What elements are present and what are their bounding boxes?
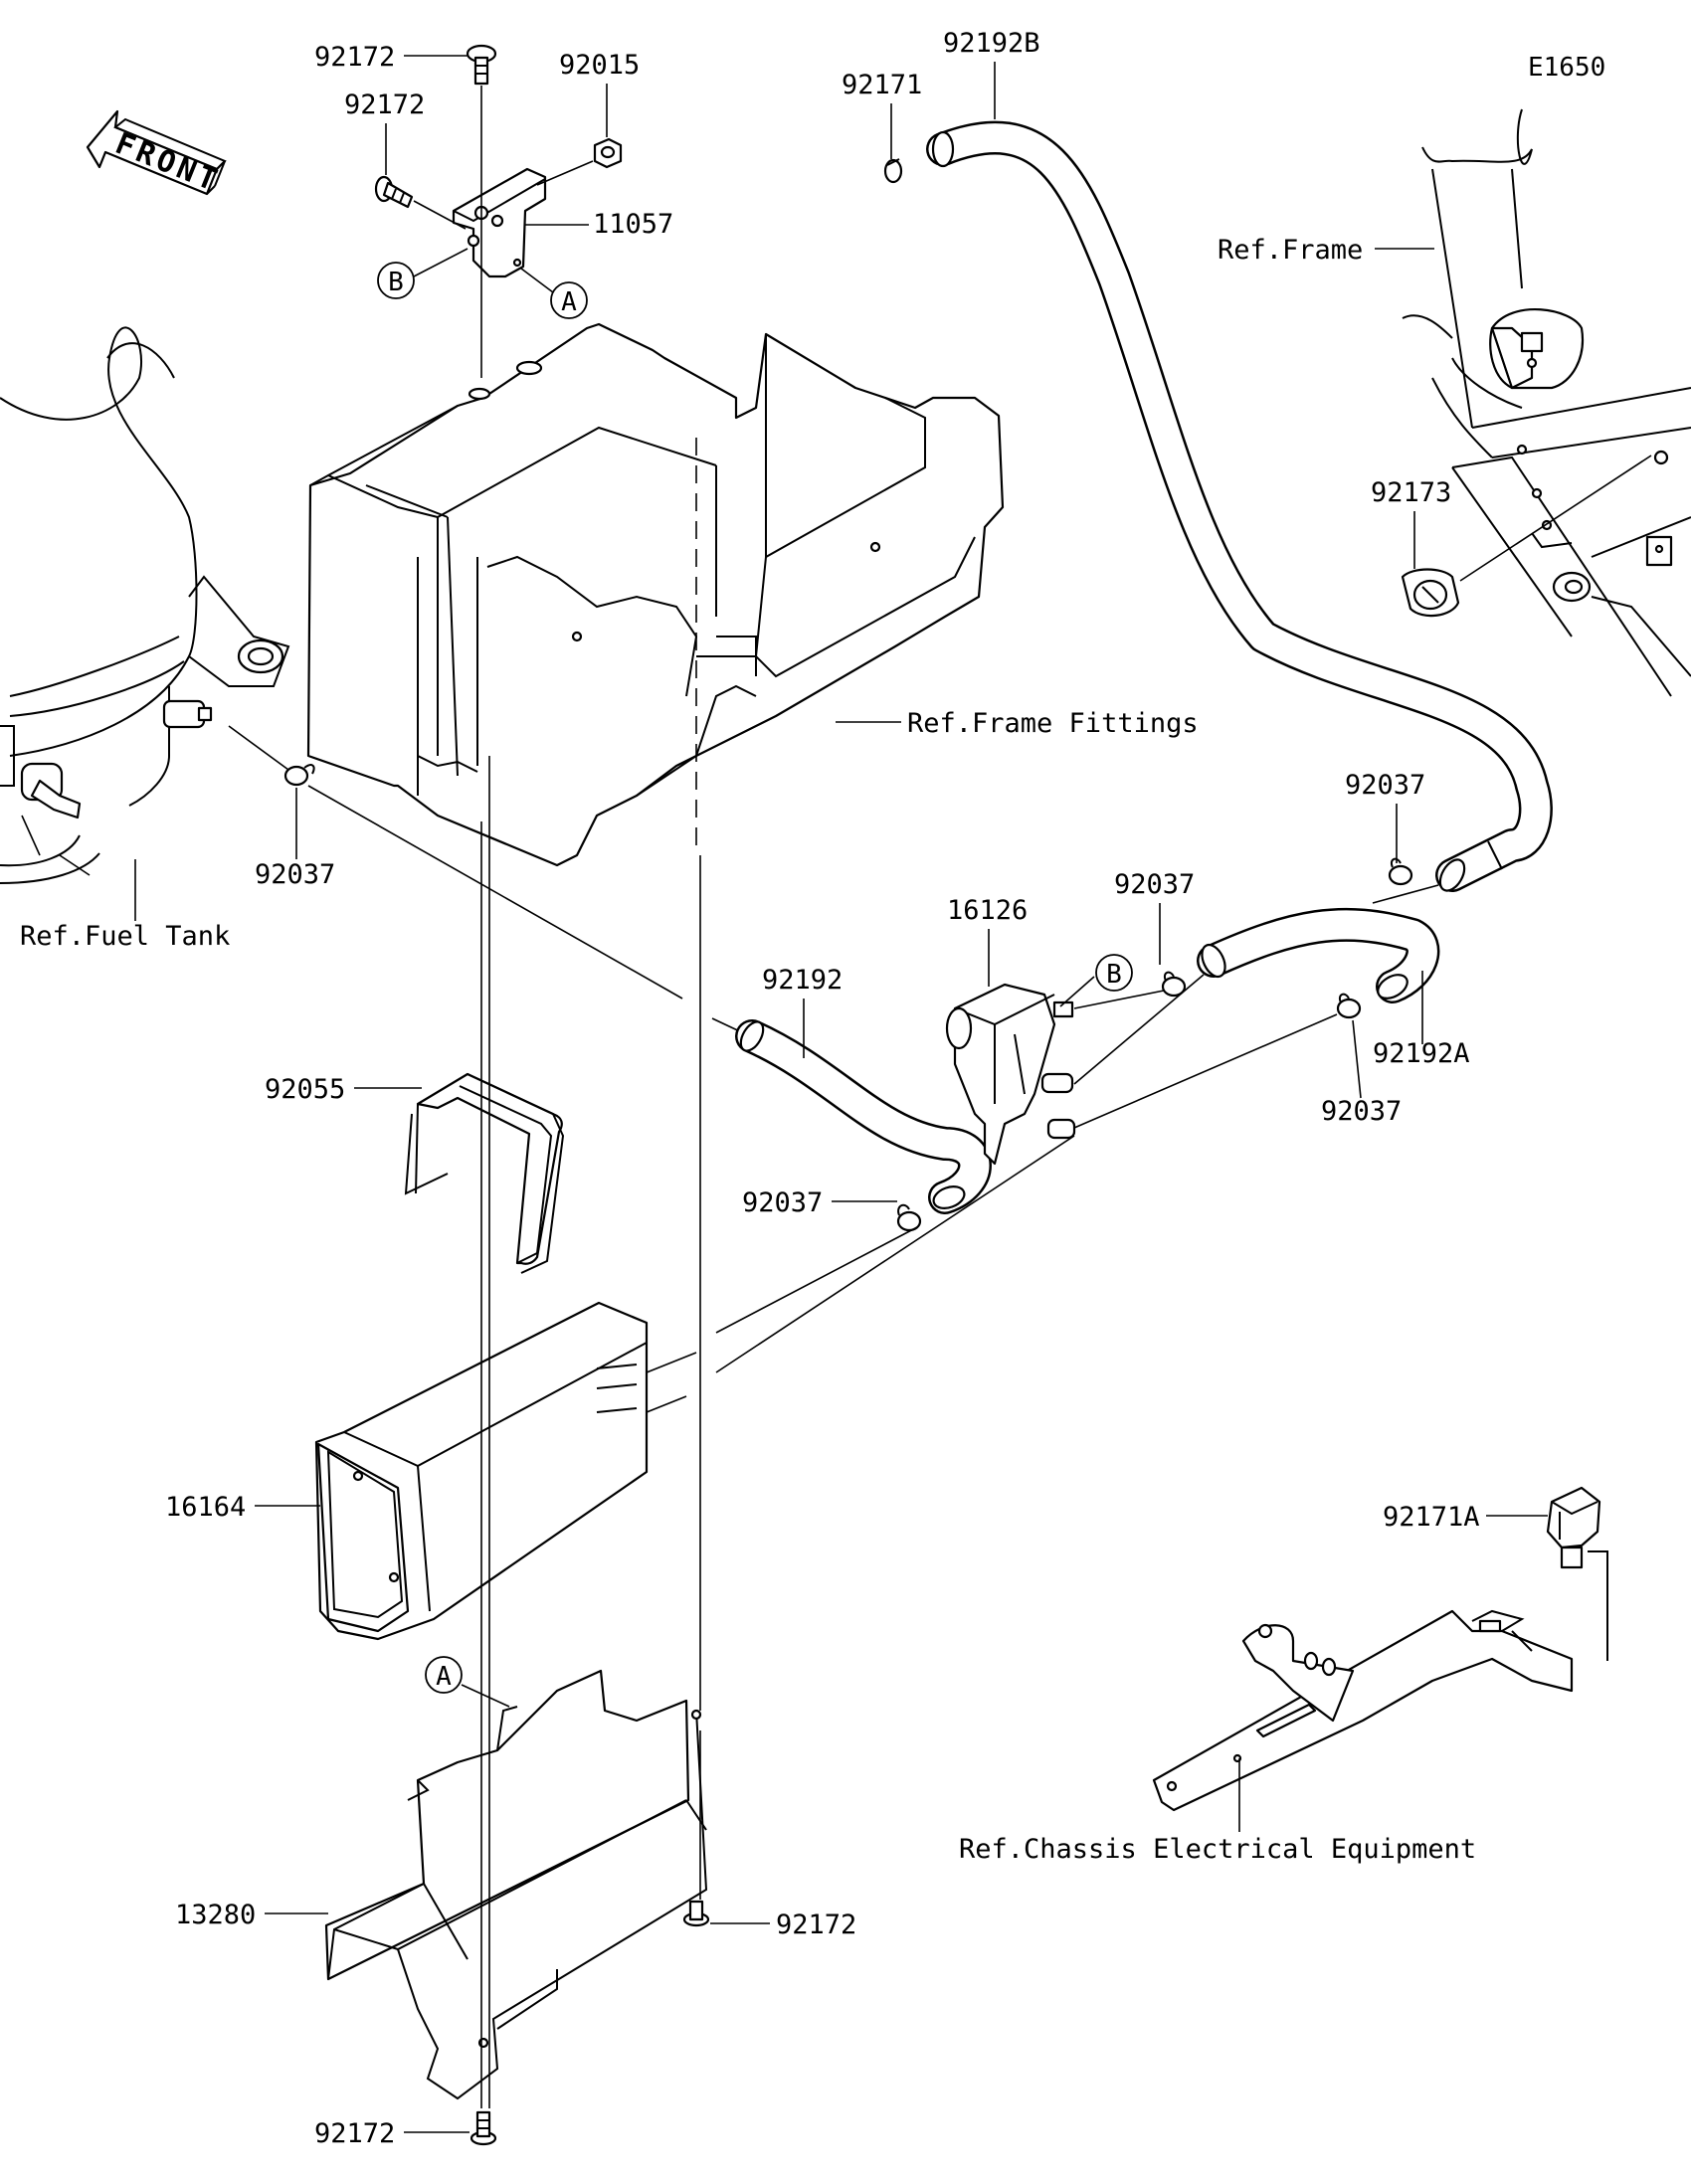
label-92192b: 92192B [943, 28, 1040, 59]
label-92192: 92192 [762, 965, 843, 996]
bolt-axis-side [413, 200, 467, 230]
label-92192a: 92192A [1373, 1038, 1470, 1069]
label-92171: 92171 [842, 70, 922, 100]
label-92172-tray-right: 92172 [776, 1910, 856, 1940]
bracket-11057 [452, 167, 547, 278]
label-13280: 13280 [175, 1900, 256, 1930]
svg-text:B: B [1106, 960, 1122, 990]
valve-to-hose-line-2 [1073, 974, 1205, 1085]
canister-line-3 [715, 1135, 1075, 1373]
hose-92192a [1197, 907, 1440, 1003]
label-92172-bottom: 92172 [314, 2118, 395, 2149]
hose-92192 [735, 1019, 992, 1214]
bolt-92172-top [466, 44, 497, 86]
label-ref-chassis-electrical: Ref.Chassis Electrical Equipment [959, 1834, 1476, 1865]
clamp-92037-right-lower [1336, 993, 1362, 1019]
label-92172-top: 92172 [314, 42, 395, 73]
clamp-92171a [1546, 1486, 1608, 1661]
svg-text:B: B [388, 268, 404, 297]
valve-to-hose-line-1 [1073, 990, 1165, 1009]
label-92055: 92055 [265, 1074, 345, 1105]
callout-a-bracket-leader [520, 268, 554, 293]
label-92172-side: 92172 [344, 90, 425, 120]
label-92037-lower: 92037 [742, 1187, 823, 1218]
bolt-92173 [1401, 568, 1460, 618]
bolt-92172-side [374, 175, 414, 209]
tank-to-hose-line-1 [228, 725, 289, 771]
callout-b-valve: B [1095, 954, 1133, 992]
diagram-code: E1650 [1528, 53, 1605, 83]
label-ref-frame-fittings: Ref.Frame Fittings [907, 708, 1199, 739]
canister-case [306, 322, 1005, 867]
label-92171a: 92171A [1383, 1502, 1480, 1533]
frame-ref [1402, 108, 1691, 697]
bolt-92172-tray-right [682, 1900, 710, 1927]
label-92015: 92015 [559, 50, 640, 81]
bolt-92172-bottom [470, 2110, 497, 2146]
canister-line-4 [646, 1395, 687, 1413]
clamp-92037-lower [896, 1203, 922, 1232]
svg-text:A: A [436, 1662, 452, 1692]
valve-16126 [945, 983, 1076, 1166]
callout-b-bracket: B [377, 262, 415, 299]
chassis-bracket [1152, 1609, 1574, 1812]
clamp-92037-upper-right [1388, 857, 1413, 886]
label-16164: 16164 [165, 1492, 246, 1523]
label-16126: 16126 [947, 895, 1028, 926]
band-92055 [404, 1072, 565, 1274]
tank-to-hose-line-2 [307, 785, 683, 1000]
canister-line-1 [715, 1226, 918, 1334]
bolt-92173-axis [1459, 455, 1652, 582]
callout-b-valve-leader [1059, 976, 1095, 1007]
svg-text:A: A [561, 287, 577, 317]
label-92037-right-lower: 92037 [1321, 1096, 1402, 1127]
callout-a-bracket: A [550, 281, 588, 319]
fuel-tank-outline [0, 326, 290, 884]
nut-axis [536, 160, 594, 186]
callout-a-tray: A [425, 1656, 463, 1694]
label-92037-valve: 92037 [1114, 869, 1195, 900]
tray-13280 [324, 1669, 708, 2100]
callout-b-bracket-leader [413, 248, 469, 277]
label-ref-frame: Ref.Frame [1218, 235, 1363, 266]
clamp-92171 [883, 158, 903, 184]
clamp-92037-tank [283, 764, 315, 787]
hose-92192b [926, 120, 1553, 892]
label-92037-tank: 92037 [255, 859, 335, 890]
label-11057: 11057 [593, 209, 673, 240]
valve-to-hose-line-3 [1073, 1013, 1338, 1129]
canister-line-2 [646, 1352, 697, 1373]
label-ref-fuel-tank: Ref.Fuel Tank [20, 921, 230, 952]
label-92173: 92173 [1371, 477, 1451, 508]
front-arrow-icon: FRONT [86, 109, 227, 200]
hose-right-up-line [1372, 884, 1439, 904]
nut-92015 [593, 137, 623, 169]
label-92037-upper-right: 92037 [1345, 770, 1425, 801]
callout-a-tray-leader [461, 1684, 510, 1708]
clamp-92037-valve [1161, 971, 1187, 998]
